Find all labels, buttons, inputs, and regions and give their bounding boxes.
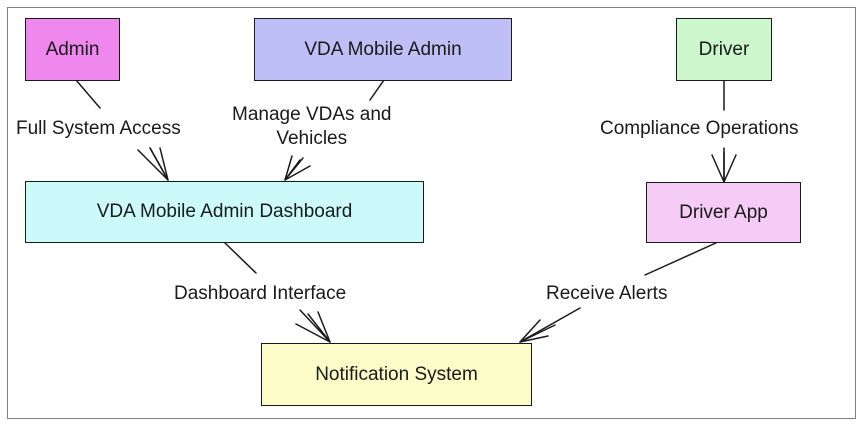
- edge-label-compliance-operations: Compliance Operations: [598, 117, 801, 141]
- node-driver: Driver: [676, 18, 772, 81]
- edge-label-manage-vdas-line1: Manage VDAs and: [232, 104, 392, 125]
- edge-label-dashboard-interface: Dashboard Interface: [172, 282, 349, 306]
- node-dashboard-label: VDA Mobile Admin Dashboard: [96, 201, 353, 222]
- edge-label-manage-vdas: Manage VDAs and Vehicles: [230, 103, 394, 151]
- node-driver-app-label: Driver App: [679, 201, 768, 223]
- node-vda-mobile-admin: VDA Mobile Admin: [254, 18, 512, 81]
- node-notification-system: Notification System: [261, 343, 532, 406]
- node-driver-app: Driver App: [646, 182, 801, 243]
- node-driver-label: Driver: [698, 38, 750, 60]
- edge-label-manage-vdas-line2: Vehicles: [276, 128, 348, 149]
- node-dashboard: VDA Mobile Admin Dashboard: [25, 181, 424, 243]
- edge-label-receive-alerts: Receive Alerts: [544, 282, 670, 306]
- node-admin: Admin: [25, 18, 120, 81]
- edge-label-full-system-access: Full System Access: [14, 117, 183, 141]
- node-vda-mobile-admin-label: VDA Mobile Admin: [304, 38, 462, 60]
- node-notification-system-label: Notification System: [315, 363, 478, 385]
- node-admin-label: Admin: [45, 38, 100, 60]
